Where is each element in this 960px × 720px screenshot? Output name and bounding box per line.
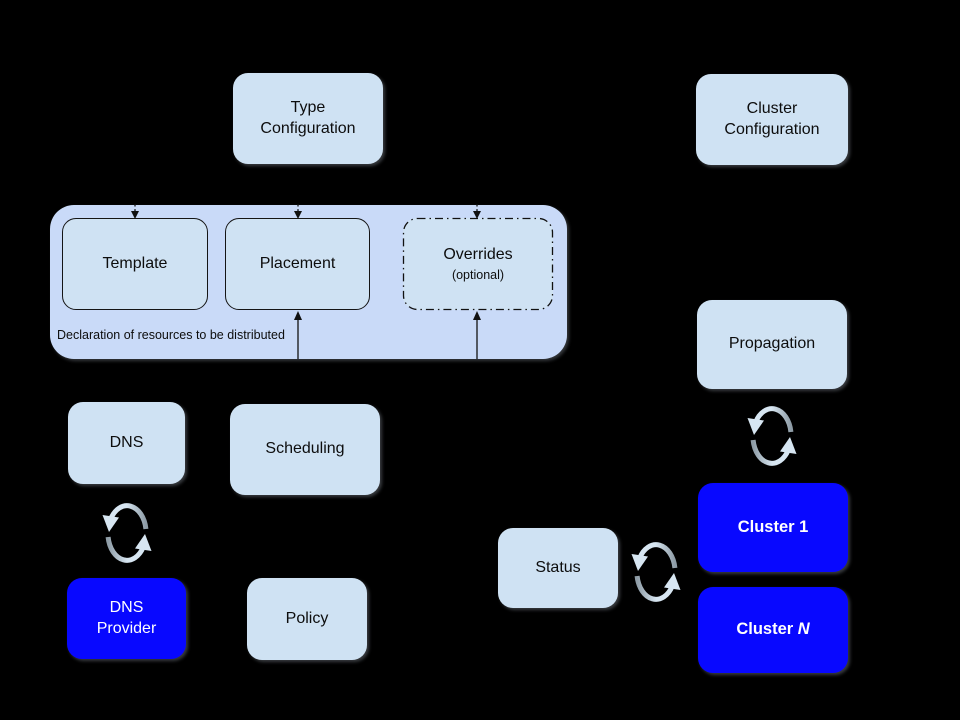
sync-icon	[103, 506, 152, 561]
node-label: Status	[535, 558, 581, 576]
sync-icon	[632, 545, 681, 600]
node-label: Cluster N	[736, 619, 809, 640]
node-label: Overrides	[443, 245, 513, 263]
sync-icon	[748, 409, 797, 464]
node-status: Status	[498, 528, 618, 608]
node-label: Template	[102, 254, 168, 272]
node-propagation: Propagation	[697, 300, 847, 389]
node-dns-provider: DNS Provider	[67, 578, 186, 659]
cluster-n-prefix: Cluster	[736, 620, 798, 639]
node-scheduling: Scheduling	[230, 404, 380, 495]
node-label: Placement	[259, 254, 336, 272]
cluster-n-italic: N	[797, 620, 810, 639]
node-label: Type Configuration	[260, 98, 356, 137]
node-overrides: Overrides (optional)	[403, 218, 553, 310]
node-label: Policy	[285, 609, 329, 627]
node-policy: Policy	[247, 578, 367, 660]
node-sublabel: (optional)	[451, 267, 505, 282]
node-cluster-1: Cluster 1	[698, 483, 848, 572]
node-label: Cluster Configuration	[724, 99, 820, 138]
node-template: Template	[62, 218, 208, 310]
node-placement: Placement	[225, 218, 370, 310]
node-type-configuration: Type Configuration	[233, 73, 383, 164]
node-label: DNS Provider	[96, 598, 157, 637]
node-label: Propagation	[728, 335, 816, 353]
node-dns: DNS	[68, 402, 185, 484]
node-cluster-n: Cluster N	[698, 587, 848, 673]
node-label: Cluster 1	[737, 517, 809, 536]
node-cluster-configuration: Cluster Configuration	[696, 74, 848, 165]
node-label: Scheduling	[265, 440, 345, 458]
node-label: DNS	[109, 433, 144, 451]
resource-group-caption: Declaration of resources to be distribut…	[57, 328, 285, 342]
